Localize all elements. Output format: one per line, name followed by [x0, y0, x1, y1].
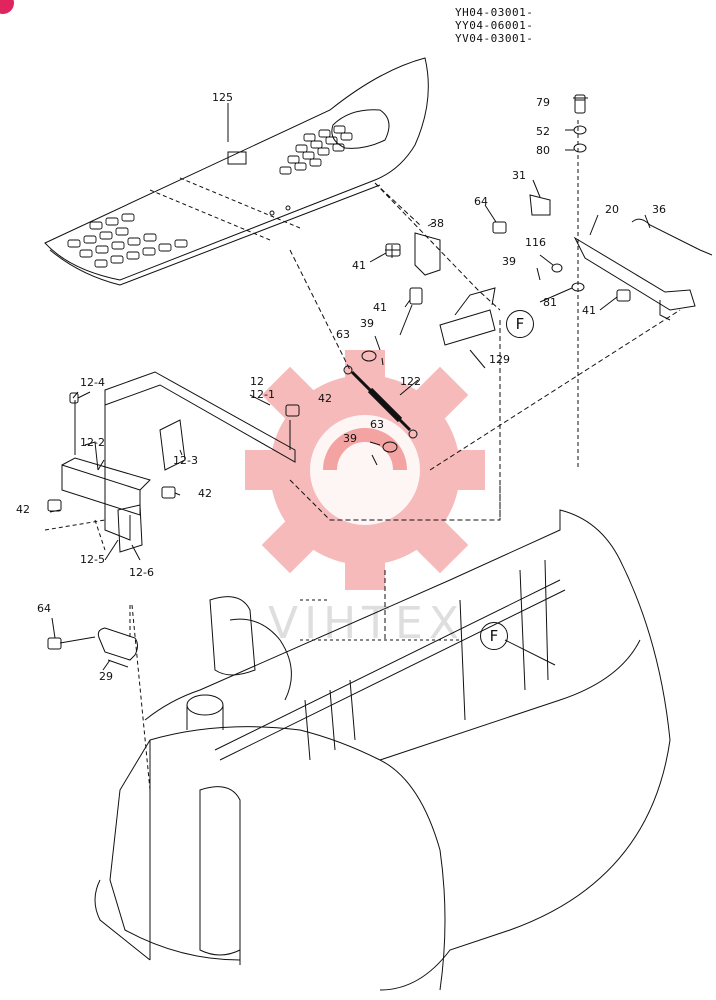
bracket-assembly-12 [44, 371, 501, 553]
part-label-12-6: 12-6 [129, 566, 154, 579]
part-label-41-c: 41 [582, 304, 596, 317]
callout-f-bottom: F [480, 622, 508, 650]
part-label-39-c: 39 [343, 432, 357, 445]
part-label-12-2: 12-2 [80, 436, 105, 449]
part-label-64: 64 [474, 195, 488, 208]
part-label-80: 80 [536, 144, 550, 157]
part-label-39-b: 39 [360, 317, 374, 330]
callout-f-top: F [506, 310, 534, 338]
part-label-63-b: 63 [370, 418, 384, 431]
serial-range-2: YY04-06001- [455, 19, 534, 32]
part-label-129: 129 [489, 353, 510, 366]
part-label-42-b: 42 [198, 487, 212, 500]
part-label-64-b: 64 [37, 602, 51, 615]
part-label-63: 63 [336, 328, 350, 341]
serial-range-1: YH04-03001- [455, 6, 534, 19]
part-label-42-c: 42 [16, 503, 30, 516]
part-label-52: 52 [536, 125, 550, 138]
part-label-12: 12 [250, 375, 264, 388]
part-label-12-1: 12-1 [250, 388, 275, 401]
part-label-29: 29 [99, 670, 113, 683]
part-label-12-3: 12-3 [173, 454, 198, 467]
part-label-42: 42 [318, 392, 332, 405]
part-label-36: 36 [652, 203, 666, 216]
part-label-41: 41 [352, 259, 366, 272]
part-label-41-b: 41 [373, 301, 387, 314]
cover-panel-125 [44, 57, 429, 286]
part-label-38: 38 [430, 217, 444, 230]
engine-hood-frame [94, 320, 671, 991]
part-label-79: 79 [536, 96, 550, 109]
part-label-31: 31 [512, 169, 526, 182]
part-label-12-4: 12-4 [80, 376, 105, 389]
part-label-81: 81 [543, 296, 557, 309]
part-label-125: 125 [212, 91, 233, 104]
part-label-122: 122 [400, 375, 421, 388]
part-label-12-5: 12-5 [80, 553, 105, 566]
part-label-39: 39 [502, 255, 516, 268]
serial-range-3: YV04-03001- [455, 32, 534, 45]
corner-badge [0, 0, 14, 14]
part-label-116: 116 [525, 236, 546, 249]
part-label-20: 20 [605, 203, 619, 216]
